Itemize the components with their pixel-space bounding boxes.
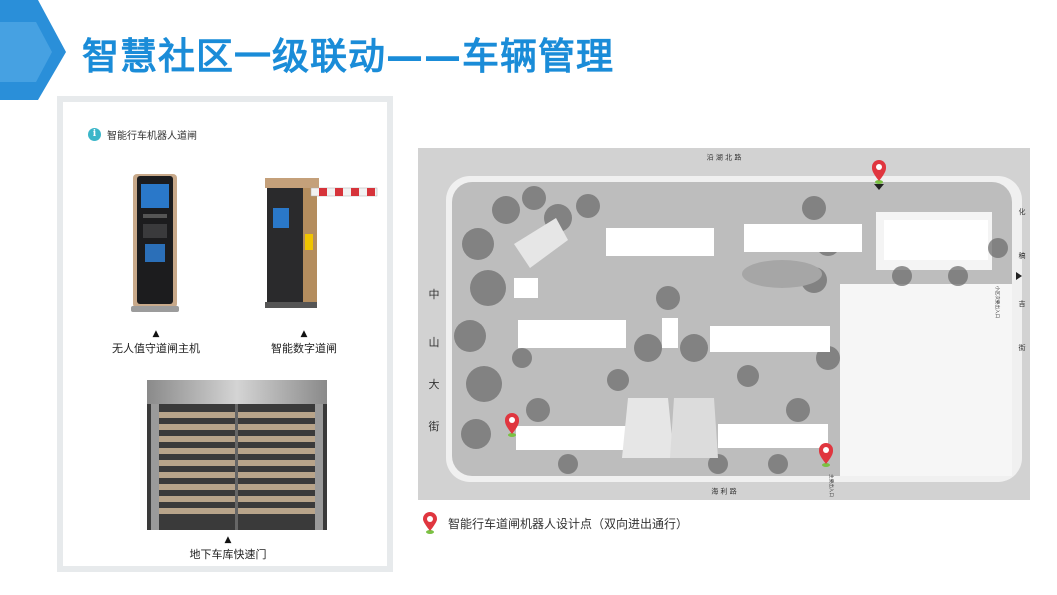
- map-pin-icon: [423, 512, 437, 534]
- section-header: i 智能行车机器人道闸: [88, 126, 197, 142]
- road-label-top: 沿 湖 北 路: [707, 153, 742, 162]
- equipment-panel-inner: i 智能行车机器人道闸 ▲ 无人值守道闸主机: [63, 102, 387, 566]
- triangle-icon: ▲: [152, 329, 160, 339]
- road-label-right-4: 街: [1019, 343, 1026, 352]
- road-label-left-2: 山: [429, 336, 440, 349]
- road-label-left-1: 中: [429, 288, 440, 301]
- rapid-door-caption: ▲ 地下车库快速门: [165, 534, 291, 562]
- kiosk-caption: ▲ 无人值守道闸主机: [93, 328, 219, 356]
- section-label: 智能行车机器人道闸: [107, 130, 197, 142]
- equipment-panel: i 智能行车机器人道闸 ▲ 无人值守道闸主机: [57, 96, 393, 572]
- road-label-bottom: 海 利 路: [711, 487, 736, 496]
- road-label-right-2: 稿: [1019, 251, 1026, 260]
- site-plan-map: 沿 湖 北 路 海 利 路 中 山 大 街 化 稿 吉 街 小区次要出入口 主要…: [418, 148, 1030, 500]
- rapid-door-image: [147, 380, 327, 530]
- legend-text: 智能行车道闸机器人设计点（双向进出通行）: [448, 516, 689, 531]
- entry-arrow-icon: [1016, 272, 1022, 280]
- entry-arrow-icon: [874, 184, 884, 190]
- road-label-left-3: 大: [429, 377, 440, 391]
- rapid-door-caption-text: 地下车库快速门: [189, 548, 267, 561]
- barrier-gate-image: [265, 178, 378, 308]
- corner-accent: [0, 0, 66, 100]
- triangle-icon: ▲: [300, 329, 308, 339]
- site-plan-svg: 沿 湖 北 路 海 利 路 中 山 大 街 化 稿 吉 街 小区次要出入口 主要…: [418, 148, 1030, 500]
- map-legend: 智能行车道闸机器人设计点（双向进出通行）: [422, 512, 688, 534]
- info-icon: i: [88, 127, 101, 141]
- barrier-gate-caption: ▲ 智能数字道闸: [249, 328, 359, 356]
- kiosk-caption-text: 无人值守道闸主机: [112, 342, 200, 355]
- kiosk-device-image: [131, 174, 179, 312]
- page-title: 智慧社区一级联动——车辆管理: [82, 35, 614, 78]
- road-label-right-3: 吉: [1019, 300, 1026, 308]
- map-pin-icon: [872, 160, 886, 184]
- road-label-right-1: 化: [1019, 207, 1026, 216]
- map-pin-icon: [819, 443, 833, 467]
- barrier-gate-caption-text: 智能数字道闸: [271, 342, 337, 355]
- gate-label-bottom: 主要出入口: [828, 474, 835, 497]
- triangle-icon: ▲: [224, 535, 232, 545]
- map-pin-icon: [505, 413, 519, 437]
- road-label-left-4: 街: [429, 419, 440, 433]
- gate-label-right: 小区次要出入口: [994, 286, 1001, 319]
